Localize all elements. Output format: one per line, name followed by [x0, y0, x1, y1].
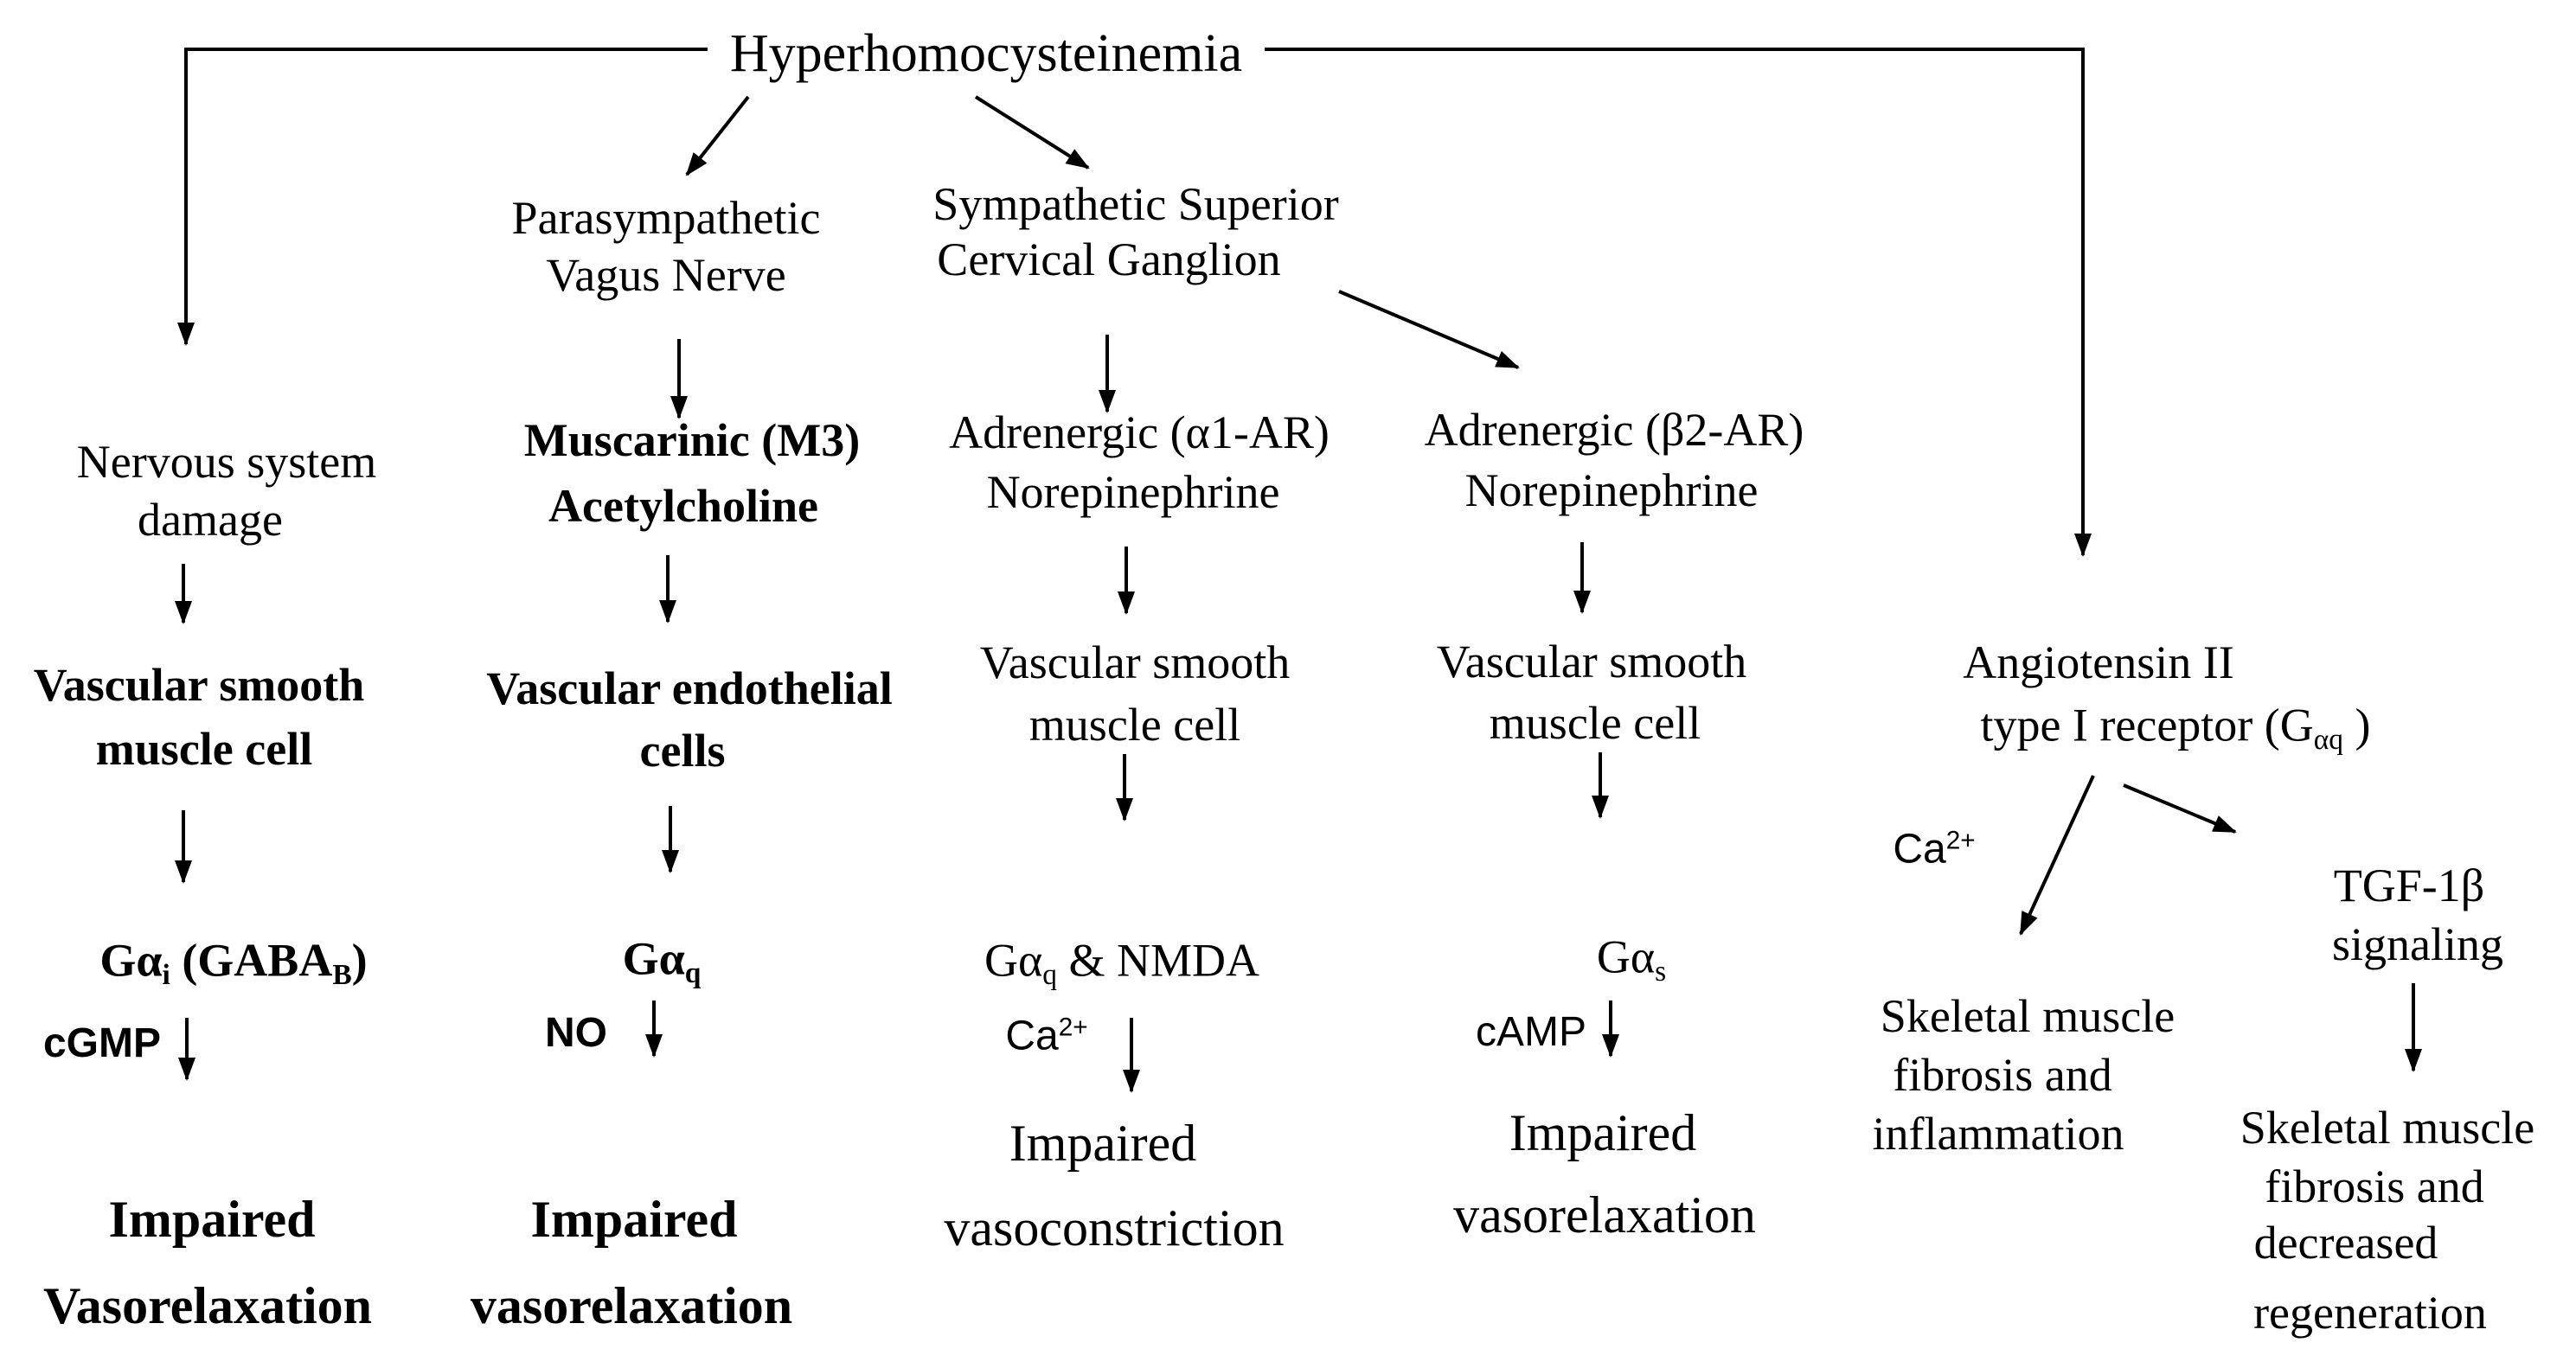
node-fibrosis-left-line3: inflammation [1872, 1108, 2124, 1160]
node-nervous-damage-line2: damage [138, 494, 283, 546]
node-c2-outcome-line1: Impaired [530, 1191, 738, 1248]
node-muscarinic-line2: Acetylcholine [548, 480, 818, 532]
connector-title-to-angiotensin [1265, 48, 2092, 557]
node-fibrosis-left-line1: Skeletal muscle [1880, 990, 2176, 1042]
node-sympathetic-line2: Cervical Ganglion [937, 233, 1281, 285]
label-no: NO [545, 1010, 607, 1056]
node-fibrosis-left-line2: fibrosis and [1893, 1049, 2112, 1101]
node-c1-outcome-line1: Impaired [108, 1191, 316, 1248]
label-camp: cAMP [1475, 1009, 1587, 1055]
node-c3-outcome-line2: vasoconstriction [944, 1199, 1285, 1256]
node-fibrosis-right-line1: Skeletal muscle [2240, 1102, 2535, 1154]
node-c3-vascular-line2: muscle cell [1028, 699, 1241, 751]
node-c4-outcome-line1: Impaired [1509, 1104, 1697, 1161]
node-c1-outcome-line2: Vasorelaxation [42, 1277, 373, 1334]
node-gai-gabab: Gαi (GABAB) [99, 934, 368, 991]
node-gaq-nmda: Gαq & NMDA [984, 934, 1260, 991]
node-c2-outcome-line2: vasorelaxation [470, 1277, 793, 1334]
node-nervous-damage-line1: Nervous system [76, 436, 377, 488]
arrow-receptor-to-tgf [2123, 783, 2237, 834]
node-tgf-line2: signaling [2332, 918, 2503, 970]
node-fibrosis-right-line2: fibrosis and [2265, 1160, 2484, 1212]
label-ca2-c3: Ca2+ [1005, 1013, 1088, 1059]
node-endothelial-line1: Vascular endothelial [486, 662, 893, 714]
node-muscarinic-line1: Muscarinic (M3) [523, 414, 861, 466]
node-alpha-ar-line1: Adrenergic (α1-AR) [949, 406, 1330, 458]
node-c1-vascular-line1: Vascular smooth [33, 659, 365, 711]
node-title: Hyperhomocysteinemia [729, 24, 1243, 83]
node-fibrosis-right-line3: decreased [2253, 1217, 2438, 1269]
connector-title-to-nervous [177, 48, 708, 346]
node-beta-ar-line1: Adrenergic (β2-AR) [1424, 404, 1804, 456]
node-angiotensin-line1: Angiotensin II [1963, 636, 2234, 688]
node-angiotensin-line2: type I receptor (Gαq ) [1980, 699, 2371, 756]
node-c1-vascular-line2: muscle cell [95, 723, 313, 775]
node-alpha-ar-line2: Norepinephrine [986, 466, 1280, 518]
node-parasympathetic-line1: Parasympathetic [511, 192, 821, 244]
node-sympathetic-line1: Sympathetic Superior [932, 178, 1339, 230]
node-c4-vascular-line1: Vascular smooth [1436, 636, 1747, 687]
node-parasympathetic-line2: Vagus Nerve [546, 249, 786, 301]
connector-title-to-parasympathetic [685, 95, 750, 176]
label-ca2-c5: Ca2+ [1893, 826, 1976, 873]
node-c4-outcome-line2: vasorelaxation [1453, 1186, 1756, 1244]
node-tgf-line1: TGF-1β [2333, 860, 2485, 911]
node-gaq-c2: Gαq [622, 932, 702, 989]
node-fibrosis-right-line4: regeneration [2253, 1287, 2487, 1339]
node-endothelial-line2: cells [639, 725, 726, 777]
arrow-receptor-to-fibrosis [2019, 775, 2095, 936]
connector-title-to-sympathetic [974, 95, 1090, 169]
node-gas: Gαs [1596, 930, 1667, 988]
node-c4-vascular-line2: muscle cell [1489, 697, 1701, 749]
node-beta-ar-line2: Norepinephrine [1464, 464, 1759, 516]
connector-ganglion-to-beta [1338, 290, 1520, 369]
node-c3-vascular-line1: Vascular smooth [979, 636, 1291, 688]
node-c3-outcome-line1: Impaired [1009, 1115, 1197, 1172]
label-cgmp: cGMP [42, 1020, 162, 1066]
